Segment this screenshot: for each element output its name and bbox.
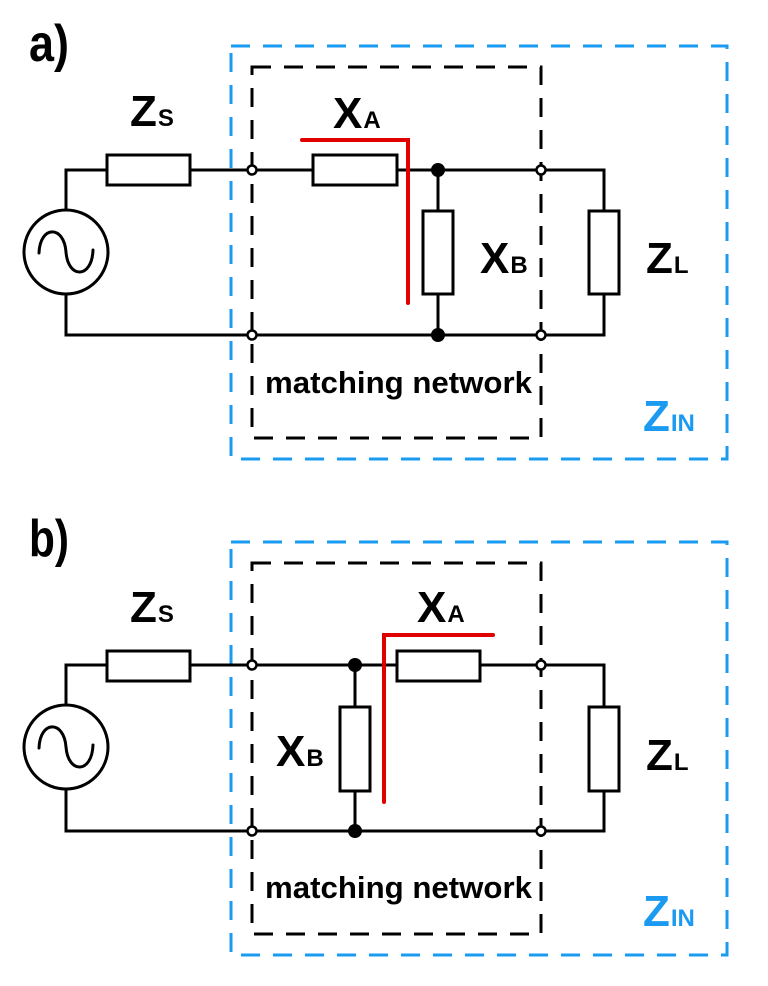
xa-reactance (395, 649, 482, 683)
zl-label: ZL (646, 731, 689, 780)
top-rail-wire (478, 663, 606, 709)
zs-impedance (105, 649, 192, 683)
zin-label: ZIN (643, 392, 695, 441)
zs-label: ZS (130, 87, 174, 136)
zin-label: ZIN (643, 887, 695, 936)
junction-dot-bottom (348, 824, 362, 838)
junction-dot-top (431, 163, 445, 177)
series-element-marker (382, 633, 495, 804)
zl-impedance (587, 209, 621, 296)
ac-source-icon (22, 703, 110, 791)
output-terminal-bottom (535, 825, 547, 837)
panel-b-label: b) (29, 510, 69, 568)
xa-label: XA (333, 89, 381, 138)
matching-network-box (250, 65, 543, 440)
bottom-rail-wire (64, 787, 606, 833)
panel-a: a) ZS XA (22, 15, 729, 461)
xb-reactance (421, 209, 455, 296)
xa-label: XA (417, 583, 465, 632)
junction-dot-top (348, 658, 362, 672)
panel-a-label: a) (29, 15, 69, 73)
source-top-wire (64, 663, 109, 707)
zin-boundary-box (229, 44, 729, 461)
matching-network-label: matching network (265, 365, 533, 400)
matching-network-box (250, 561, 543, 936)
input-terminal-top (246, 659, 258, 671)
top-rail-wire (395, 168, 606, 213)
input-terminal-top (246, 164, 258, 176)
input-terminal-bottom (246, 825, 258, 837)
zl-impedance (587, 705, 621, 793)
output-terminal-top (535, 164, 547, 176)
panel-b: b) ZS XA XB ZL (22, 510, 729, 957)
input-terminal-bottom (246, 329, 258, 341)
output-terminal-top (535, 659, 547, 671)
zl-label: ZL (646, 234, 689, 283)
zin-boundary-box (229, 540, 729, 957)
source-top-wire (64, 168, 109, 212)
bottom-rail-wire (64, 292, 606, 337)
xb-label: XB (480, 234, 528, 283)
ac-source-icon (22, 208, 110, 296)
xb-reactance (338, 705, 372, 793)
xa-reactance (311, 153, 399, 187)
output-terminal-bottom (535, 329, 547, 341)
xb-label: XB (276, 727, 324, 776)
series-element-marker (300, 138, 410, 305)
zs-impedance (105, 153, 192, 187)
matching-network-label: matching network (265, 870, 533, 905)
zs-label: ZS (130, 583, 174, 632)
junction-dot-bottom (431, 328, 445, 342)
